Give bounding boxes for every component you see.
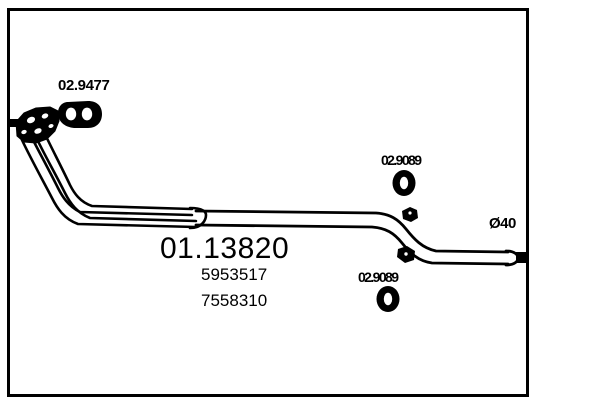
drawing-frame xyxy=(7,8,529,397)
exhaust-flange-icon xyxy=(7,106,60,144)
part-number-label: 01.13820 xyxy=(160,232,290,265)
pipe-hanger-bracket-icon-upper xyxy=(402,207,418,222)
sealing-ring-part-number-label-lower: 02.9089 xyxy=(358,269,399,285)
oe-number-label-2: 7558310 xyxy=(201,291,268,310)
diameter-dimension-label: Ø40 xyxy=(489,215,516,232)
pipe-branch-lower xyxy=(20,135,198,229)
main-pipe-run xyxy=(194,209,527,267)
sealing-ring-icon-upper xyxy=(392,170,416,196)
pipe-hanger-bracket-icon-lower xyxy=(397,246,415,263)
oe-number-label-1: 5953517 xyxy=(201,265,268,284)
sealing-ring-part-number-label-upper: 02.9089 xyxy=(381,152,422,168)
gasket-part-number-label: 02.9477 xyxy=(58,77,110,94)
gasket-ring-icon xyxy=(58,101,102,128)
sealing-ring-icon-lower xyxy=(376,286,400,312)
